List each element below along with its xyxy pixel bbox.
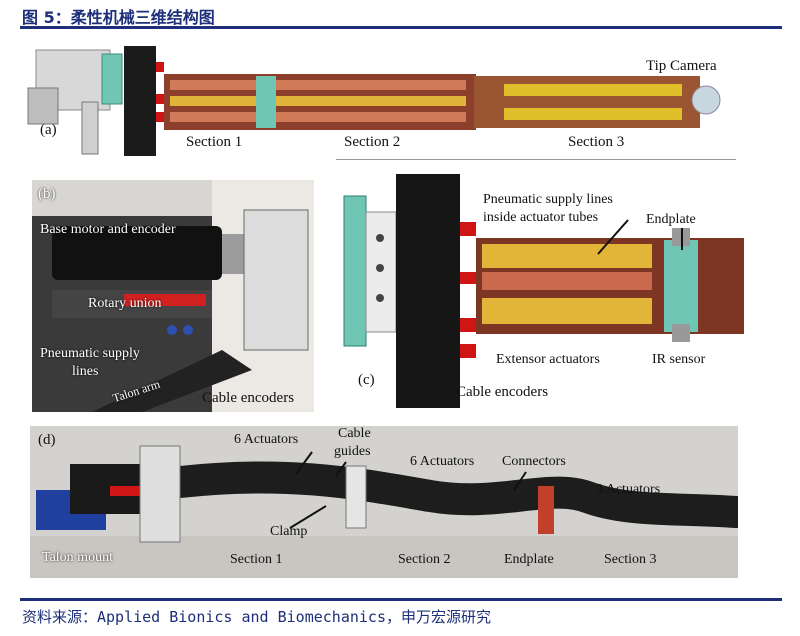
panel-b-cable-encoders-label: Cable encoders <box>202 390 295 406</box>
panel-d-section3-label: Section 3 <box>604 552 657 567</box>
panel-c-image <box>334 168 744 414</box>
panel-a-section1-label: Section 1 <box>186 134 243 150</box>
base-motor-label: Base motor and encoder <box>40 222 176 237</box>
talon-mount-label: Talon mount <box>42 550 113 565</box>
panel-b-image <box>32 180 314 412</box>
six-actuators-label-2: 6 Actuators <box>410 454 475 469</box>
six-actuators-label-1: 6 Actuators <box>234 432 299 447</box>
rotary-union-label: Rotary union <box>88 296 162 311</box>
tip-camera-label: Tip Camera <box>646 58 717 74</box>
panel-d-section1-label: Section 1 <box>230 552 283 567</box>
panel-c-pneumatic-label-line2: inside actuator tubes <box>483 210 599 225</box>
panel-d-section2-label: Section 2 <box>398 552 451 567</box>
source-rule <box>20 598 782 601</box>
panel-b-tag: (b) <box>38 186 56 202</box>
panel-a-tag: (a) <box>40 122 57 138</box>
panel-c-cable-encoders-label: Cable encoders <box>456 384 549 400</box>
cable-guides-label-line1: Cable <box>338 426 371 441</box>
panel-a-image <box>20 32 760 161</box>
clamp-label: Clamp <box>270 524 308 539</box>
endplate-label-c: Endplate <box>646 212 696 227</box>
source-note: 资料来源：Applied Bionics and Biomechanics，申万… <box>22 608 491 626</box>
panel-d-image <box>30 426 752 578</box>
cable-guides-label-line2: guides <box>334 444 371 459</box>
endplate-label-d: Endplate <box>504 552 554 567</box>
panel-c-pneumatic-label-line1: Pneumatic supply lines <box>483 192 613 207</box>
connectors-label: Connectors <box>502 454 566 469</box>
panel-d-tag: (d) <box>38 432 56 448</box>
panel-b-pneumatic-label-line2: lines <box>72 364 99 379</box>
panel-a-section2-label: Section 2 <box>344 134 401 150</box>
panel-c-tag: (c) <box>358 372 375 388</box>
title-rule <box>20 26 782 29</box>
panel-b-pneumatic-label-line1: Pneumatic supply <box>40 346 140 361</box>
figure-title: 图 5：柔性机械三维结构图 <box>22 8 215 27</box>
three-actuators-label: 3 Actuators <box>596 482 661 497</box>
extensor-actuators-label: Extensor actuators <box>496 352 600 367</box>
panel-a-section3-label: Section 3 <box>568 134 625 150</box>
ir-sensor-label: IR sensor <box>652 352 706 367</box>
